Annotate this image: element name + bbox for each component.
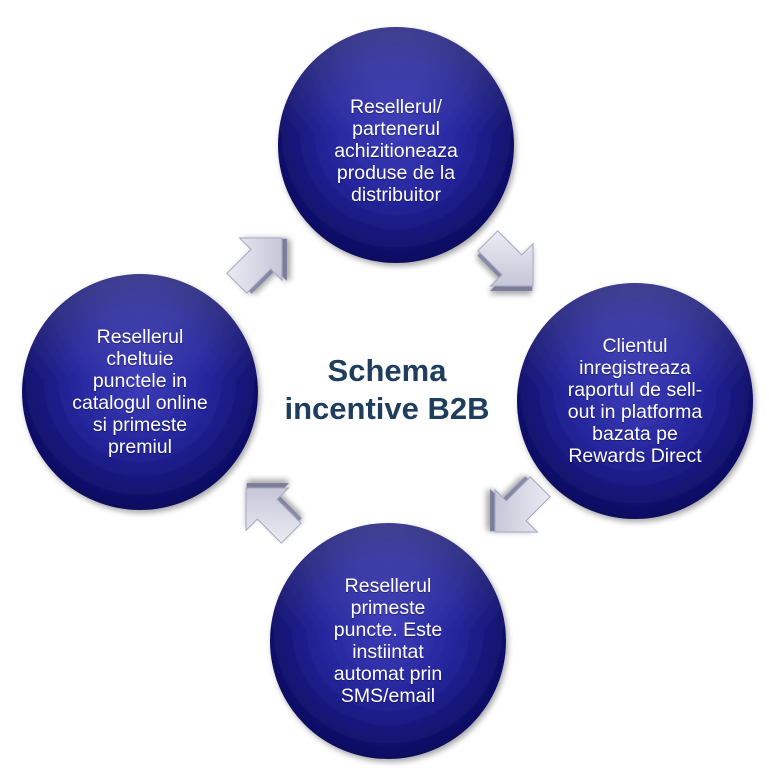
arrow-left-to-top-icon <box>226 237 287 294</box>
step-report-text: Clientul inregistreaza raportul de sell-… <box>567 335 703 467</box>
step-redeem-node: Resellerul cheltuie punctele in catalogu… <box>22 274 258 510</box>
step-points-node: Resellerul primeste puncte. Este instiin… <box>270 523 506 759</box>
circle-right <box>517 283 753 519</box>
step-report-node: Clientul inregistreaza raportul de sell-… <box>517 283 753 519</box>
step-points-text: Resellerul primeste puncte. Este instiin… <box>333 575 443 707</box>
arrow-right-to-bottom-icon <box>490 476 551 533</box>
arrow-top-to-right-icon <box>477 230 534 291</box>
step-purchase-text: Resellerul/ partenerul achizitioneaza pr… <box>334 96 458 206</box>
circle-left <box>22 274 258 510</box>
diagram-title: Schema incentive B2B <box>262 352 512 428</box>
step-purchase-node: Resellerul/ partenerul achizitioneaza pr… <box>278 27 514 263</box>
diagram-title-line1: Schema <box>327 353 447 388</box>
step-redeem-text: Resellerul cheltuie punctele in catalogu… <box>72 326 208 458</box>
diagram-title-line2: incentive B2B <box>284 391 490 426</box>
circle-top <box>278 27 514 263</box>
arrow-bottom-to-left-icon <box>245 483 302 544</box>
circle-bottom <box>270 523 506 759</box>
